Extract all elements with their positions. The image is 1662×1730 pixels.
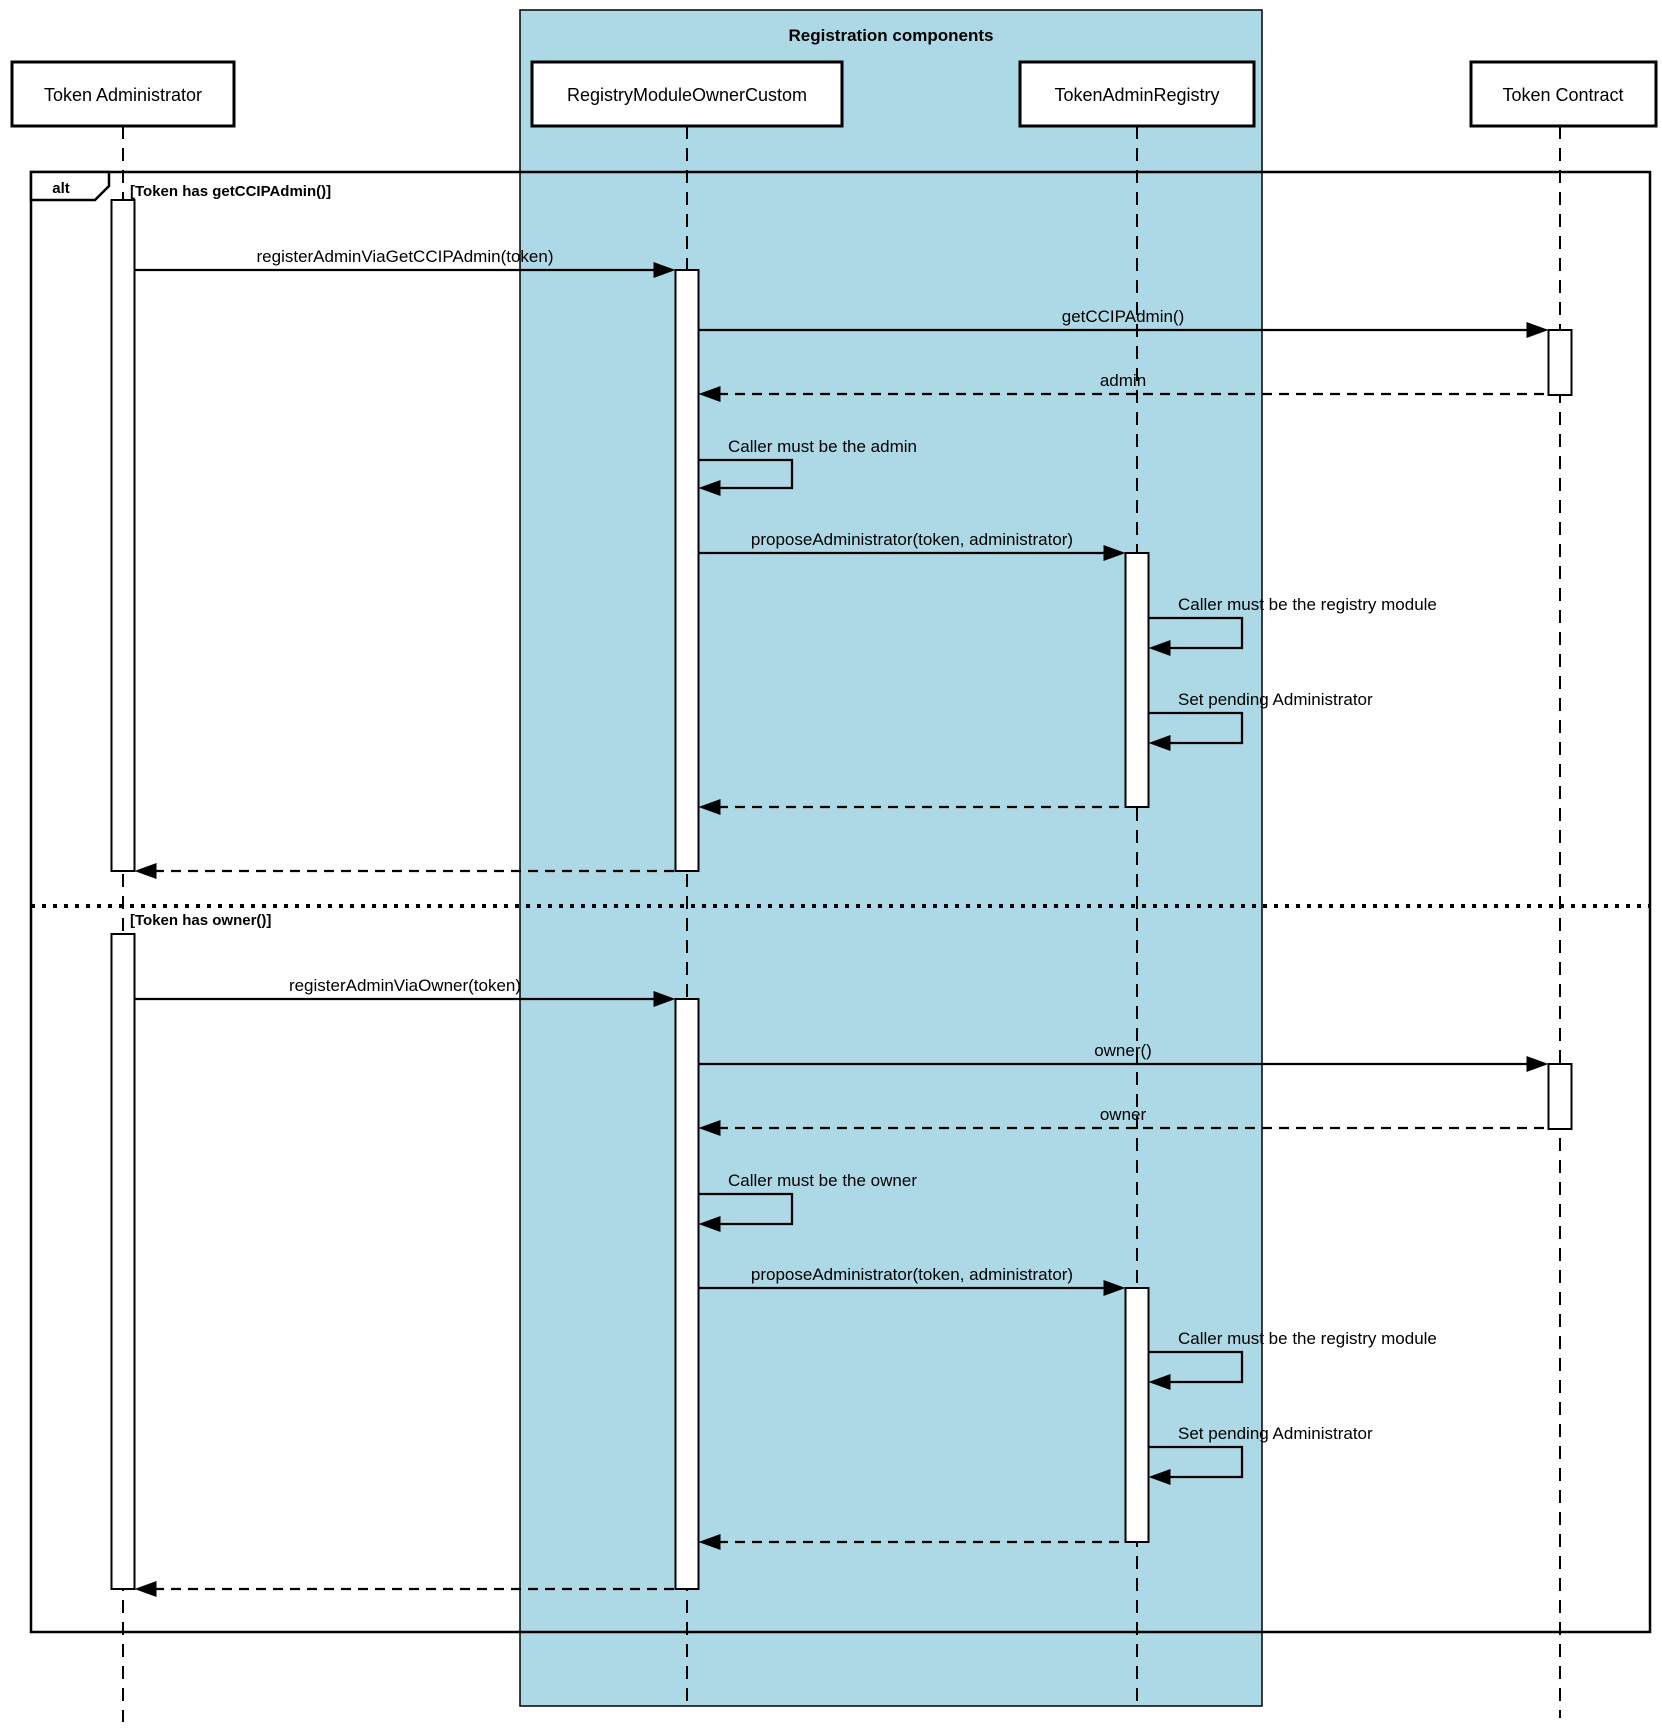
participant-head-boxes: Token Administrator RegistryModuleOwnerC… bbox=[10, 60, 1658, 128]
arrowhead-icon bbox=[698, 386, 721, 402]
return-label-admin: admin bbox=[1100, 371, 1146, 390]
activation-registry-module-2 bbox=[674, 998, 700, 1590]
participant-box-token-admin-registry bbox=[1018, 60, 1256, 128]
message-label-propose-administrator-2: proposeAdministrator(token, administrato… bbox=[751, 1265, 1073, 1284]
return-label-owner: owner bbox=[1100, 1105, 1147, 1124]
arrowhead-icon bbox=[1103, 1280, 1126, 1296]
self-message-set-pending-administrator-2 bbox=[1148, 1445, 1244, 1479]
arrowhead-icon bbox=[134, 863, 157, 879]
self-label-caller-must-be-admin: Caller must be the admin bbox=[728, 437, 917, 456]
activation-registry-module-1 bbox=[674, 269, 700, 872]
message-label-owner-call: owner() bbox=[1094, 1041, 1152, 1060]
arrowhead-icon bbox=[1103, 545, 1126, 561]
activation-token-contract-2 bbox=[1547, 1063, 1573, 1130]
activation-token-administrator-2 bbox=[110, 933, 136, 1590]
participant-label-token-contract: Token Contract bbox=[1502, 85, 1623, 105]
participant-label-registry-module-owner-custom: RegistryModuleOwnerCustom bbox=[567, 85, 807, 105]
participant-box-registry-module-owner-custom bbox=[530, 60, 844, 128]
alt-guard-2: [Token has owner()] bbox=[130, 912, 271, 929]
arrowhead-icon bbox=[1526, 1056, 1549, 1072]
alt-operator-label: alt bbox=[52, 180, 70, 197]
activation-bars bbox=[110, 199, 1573, 1590]
registration-components-overlay bbox=[519, 9, 1263, 1707]
activation-token-admin-registry-1 bbox=[1124, 552, 1150, 808]
arrowhead-icon bbox=[698, 1216, 721, 1232]
arrowhead-icon bbox=[1148, 1469, 1171, 1485]
branch-1-messages: registerAdminViaGetCCIPAdmin(token) getC… bbox=[134, 247, 1549, 879]
arrowhead-icon bbox=[1148, 640, 1171, 656]
arrowhead-icon bbox=[1526, 322, 1549, 338]
participant-label-token-admin-registry: TokenAdminRegistry bbox=[1054, 85, 1219, 105]
activation-token-administrator-1 bbox=[110, 199, 136, 872]
self-label-caller-must-be-owner: Caller must be the owner bbox=[728, 1171, 917, 1190]
activation-token-contract-1 bbox=[1547, 329, 1573, 396]
arrowhead-icon bbox=[653, 262, 676, 278]
arrowhead-icon bbox=[698, 480, 721, 496]
self-message-caller-must-be-registry-module-1 bbox=[1148, 616, 1244, 650]
self-label-caller-must-be-registry-module-1: Caller must be the registry module bbox=[1178, 595, 1437, 614]
participant-box-token-contract bbox=[1469, 60, 1658, 128]
arrowhead-icon bbox=[1148, 735, 1171, 751]
self-label-set-pending-administrator-1: Set pending Administrator bbox=[1178, 690, 1373, 709]
arrowhead-icon bbox=[653, 991, 676, 1007]
self-message-set-pending-administrator-1 bbox=[1148, 711, 1244, 745]
arrowhead-icon bbox=[134, 1581, 157, 1597]
self-message-caller-must-be-admin bbox=[698, 458, 794, 490]
message-label-register-admin-via-getccipadmin: registerAdminViaGetCCIPAdmin(token) bbox=[257, 247, 554, 266]
arrowhead-icon bbox=[698, 1120, 721, 1136]
self-label-set-pending-administrator-2: Set pending Administrator bbox=[1178, 1424, 1373, 1443]
self-message-caller-must-be-owner bbox=[698, 1192, 794, 1226]
alt-frame bbox=[29, 170, 1652, 1634]
alt-guard-1: [Token has getCCIPAdmin()] bbox=[130, 183, 331, 200]
self-label-caller-must-be-registry-module-2: Caller must be the registry module bbox=[1178, 1329, 1437, 1348]
participant-label-token-administrator: Token Administrator bbox=[44, 85, 202, 105]
arrowhead-icon bbox=[1148, 1374, 1171, 1390]
overlay-title: Registration components bbox=[789, 26, 994, 45]
message-label-propose-administrator-1: proposeAdministrator(token, administrato… bbox=[751, 530, 1073, 549]
message-label-getccipadmin: getCCIPAdmin() bbox=[1062, 307, 1185, 326]
participant-box-token-administrator bbox=[10, 60, 236, 128]
arrowhead-icon bbox=[698, 1534, 721, 1550]
activation-token-admin-registry-2 bbox=[1124, 1287, 1150, 1543]
alt-operator-pentagon bbox=[29, 170, 111, 202]
self-message-caller-must-be-registry-module-2 bbox=[1148, 1350, 1244, 1384]
branch-2-messages: registerAdminViaOwner(token) owner() own… bbox=[134, 976, 1549, 1597]
arrowhead-icon bbox=[698, 799, 721, 815]
message-label-register-admin-via-owner: registerAdminViaOwner(token) bbox=[289, 976, 521, 995]
